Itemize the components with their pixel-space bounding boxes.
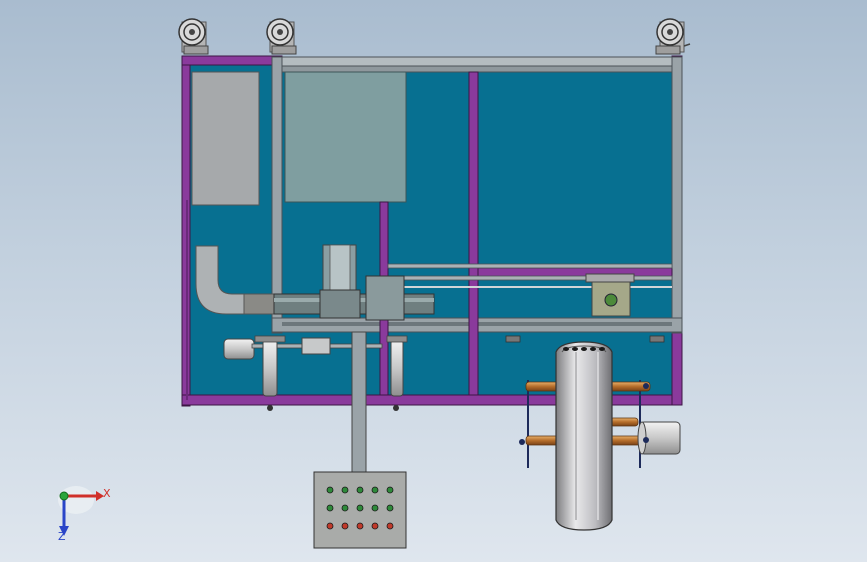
indicator-lamp[interactable] xyxy=(341,504,349,512)
indicator-lamp[interactable] xyxy=(326,522,334,530)
indicator-lamp[interactable] xyxy=(386,504,394,512)
indicator-lamp[interactable] xyxy=(371,522,379,530)
caster-right[interactable] xyxy=(655,18,691,55)
indicator-lamp[interactable] xyxy=(326,504,334,512)
indicator-lamp[interactable] xyxy=(341,522,349,530)
electrical-cabinet[interactable] xyxy=(191,71,260,206)
axis-z-label: Z xyxy=(58,530,66,543)
indicator-lamp[interactable] xyxy=(356,486,364,494)
column-center xyxy=(468,71,479,396)
motor-bracket[interactable] xyxy=(585,273,635,317)
indicator-lamp[interactable] xyxy=(356,522,364,530)
control-lamps[interactable] xyxy=(326,486,394,530)
discharge-pipe[interactable] xyxy=(195,245,275,315)
control-box[interactable] xyxy=(313,471,407,549)
indicator-lamp[interactable] xyxy=(326,486,334,494)
indicator-lamp[interactable] xyxy=(356,504,364,512)
roller-assembly[interactable] xyxy=(505,335,681,531)
indicator-lamp[interactable] xyxy=(371,504,379,512)
indicator-lamp[interactable] xyxy=(371,486,379,494)
caster-left[interactable] xyxy=(178,18,209,55)
indicator-lamp[interactable] xyxy=(386,486,394,494)
caster-middle[interactable] xyxy=(266,18,297,55)
wheel-holes xyxy=(563,347,605,351)
hopper-box[interactable] xyxy=(284,71,407,203)
indicator-lamp[interactable] xyxy=(386,522,394,530)
conveyor-tube[interactable] xyxy=(273,275,435,321)
control-support-pole xyxy=(351,331,367,473)
axis-x-label: X xyxy=(103,487,111,500)
indicator-lamp[interactable] xyxy=(341,486,349,494)
drive-assembly[interactable] xyxy=(223,335,408,411)
coordinate-triad xyxy=(58,486,104,536)
